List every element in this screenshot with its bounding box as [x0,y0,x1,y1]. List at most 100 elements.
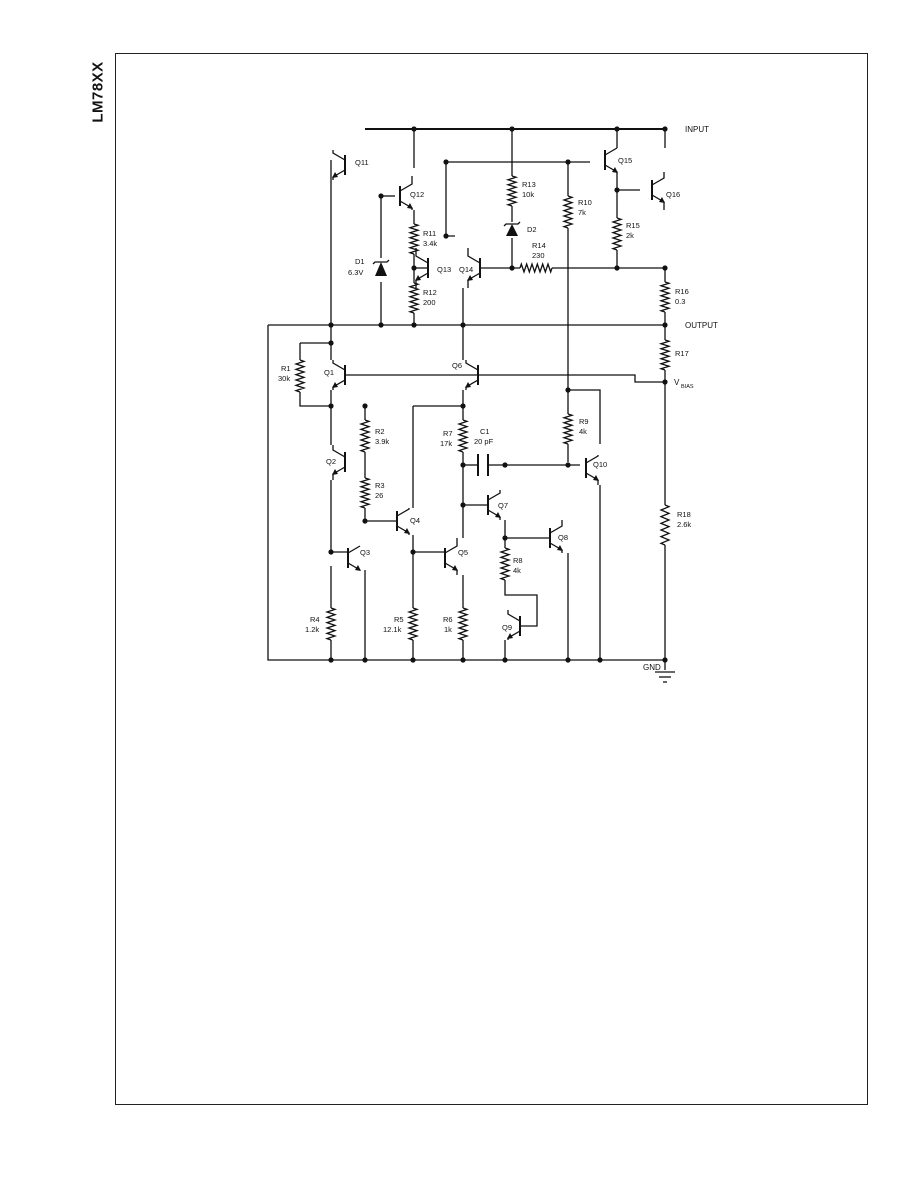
q7-symbol [487,490,501,520]
q16-symbol [651,172,665,210]
r2-value: 3.9k [375,437,389,446]
junction-dot [460,657,466,663]
q8-label: Q8 [558,533,568,542]
q7-label: Q7 [498,501,508,510]
r13-value: 10k [522,190,534,199]
q5-symbol [444,538,458,575]
wire [299,392,331,407]
wires [267,128,666,670]
r5-label: R5 [394,615,404,624]
r4-symbol [324,607,338,641]
junction-dots [328,126,668,663]
r9-label: R9 [579,417,589,426]
junction-dot [614,187,620,193]
q9-label: Q9 [502,623,512,632]
junction-dot [662,265,668,271]
r18-symbol [659,504,671,546]
d2-symbol [503,221,521,236]
r6-label: R6 [443,615,453,624]
junction-dot [662,657,668,663]
q2-label: Q2 [326,457,336,466]
r17-symbol [658,339,672,371]
r14-value: 230 [532,251,545,260]
junction-dot [502,535,508,541]
q8-symbol [549,520,563,553]
q12-symbol [399,176,413,210]
r5-symbol [406,607,420,641]
r12-symbol [407,282,421,314]
d2-label: D2 [527,225,537,234]
d1-value: 6.3V [348,268,363,277]
q13-symbol [415,248,429,288]
r12-value: 200 [423,298,436,307]
junction-dot [509,126,515,132]
r3-label: R3 [375,481,385,490]
q4-symbol [396,508,410,535]
d1-label: D1 [355,257,365,266]
q1-label: Q1 [324,368,334,377]
gnd-rail [267,325,665,661]
junction-dot [662,322,668,328]
junction-dot [378,193,384,199]
junction-dot [378,322,384,328]
junction-dot [460,322,466,328]
q13-label: Q13 [437,265,451,274]
d1-symbol [372,259,390,276]
r3-value: 26 [375,491,383,500]
net-label-input: INPUT [685,125,709,134]
r2-label: R2 [375,427,385,436]
wire [445,162,455,237]
r7-value: 17k [440,439,452,448]
junction-dot [411,322,417,328]
r13-symbol [505,175,519,207]
q11-label: Q11 [355,158,369,167]
r10-symbol [561,195,575,229]
junction-dot [662,379,668,385]
junction-dot [565,657,571,663]
q11-symbol [332,150,346,180]
junction-dot [460,403,466,409]
r15-value: 2k [626,231,634,240]
components [293,147,675,683]
r11-value: 3.4k [423,239,437,248]
wire [345,374,665,383]
q6-symbol [465,360,479,390]
wire [568,389,601,444]
r9-symbol [561,413,575,445]
net-label-gnd: GND [643,663,661,672]
r2-symbol [358,419,372,453]
r8-label: R8 [513,556,523,565]
r16-value: 0.3 [675,297,685,306]
r6-value: 1k [444,625,452,634]
r8-value: 4k [513,566,521,575]
q12-label: Q12 [410,190,424,199]
c1-label: C1 [480,427,490,436]
r1-symbol [293,359,307,393]
q1-symbol [332,360,346,390]
r12-label: R12 [423,288,437,297]
q2-symbol [332,445,346,480]
r11-label: R11 [423,229,436,238]
r15-label: R15 [626,221,640,230]
r1-value: 30k [278,374,290,383]
junction-dot [565,462,571,468]
r17-label: R17 [675,349,689,358]
junction-dot [565,387,571,393]
q9-symbol [507,610,521,640]
junction-dot [410,657,416,663]
c1-value: 20 pF [474,437,494,446]
wire [364,508,397,522]
junction-dot [328,657,334,663]
junction-dot [662,126,668,132]
q3-symbol [347,545,361,571]
r14-label: R14 [532,241,546,250]
r16-symbol [658,281,672,313]
r8-symbol [498,547,512,581]
r1-label: R1 [281,364,291,373]
r7-symbol [456,419,470,453]
wire [504,580,538,627]
r6-symbol [456,607,470,641]
junction-dot [502,657,508,663]
junction-dot [328,340,334,346]
r18-label: R18 [677,510,691,519]
